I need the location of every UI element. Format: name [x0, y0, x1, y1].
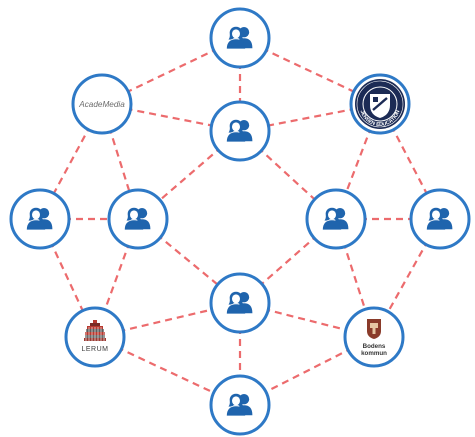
bodens-line-1: Bodens — [363, 343, 386, 350]
node-user-right — [409, 188, 471, 250]
node-user-top — [209, 7, 271, 69]
lerum-logo-text: LERUM — [81, 346, 108, 353]
node-user-lowcenter — [209, 272, 271, 334]
node-user-midleft — [107, 188, 169, 250]
academedia-logo-text: AcadeMedia — [78, 100, 125, 109]
node-lerum: LERUM — [64, 306, 126, 368]
edge-user-midright-to-bodens — [334, 218, 376, 338]
academedia-node-ring — [71, 73, 133, 135]
node-user-left — [9, 188, 71, 250]
nodes-layer: AcadeMedia JENSEN EDUCATION LERUM Bodenskom… — [9, 7, 471, 436]
jensen-education-logo: JENSEN EDUCATION — [355, 79, 405, 129]
node-jensen: JENSEN EDUCATION — [349, 73, 411, 135]
node-user-midright — [305, 188, 367, 250]
node-academedia: AcadeMedia — [71, 73, 133, 135]
edge-user-midleft-to-lerum — [93, 218, 140, 338]
node-user-bottom — [209, 374, 271, 436]
edge-user-midright-to-user-lowcenter — [239, 218, 337, 304]
lerum-logo — [84, 320, 106, 341]
bodens-line-2: kommun — [361, 350, 387, 357]
node-user-center — [209, 100, 271, 162]
